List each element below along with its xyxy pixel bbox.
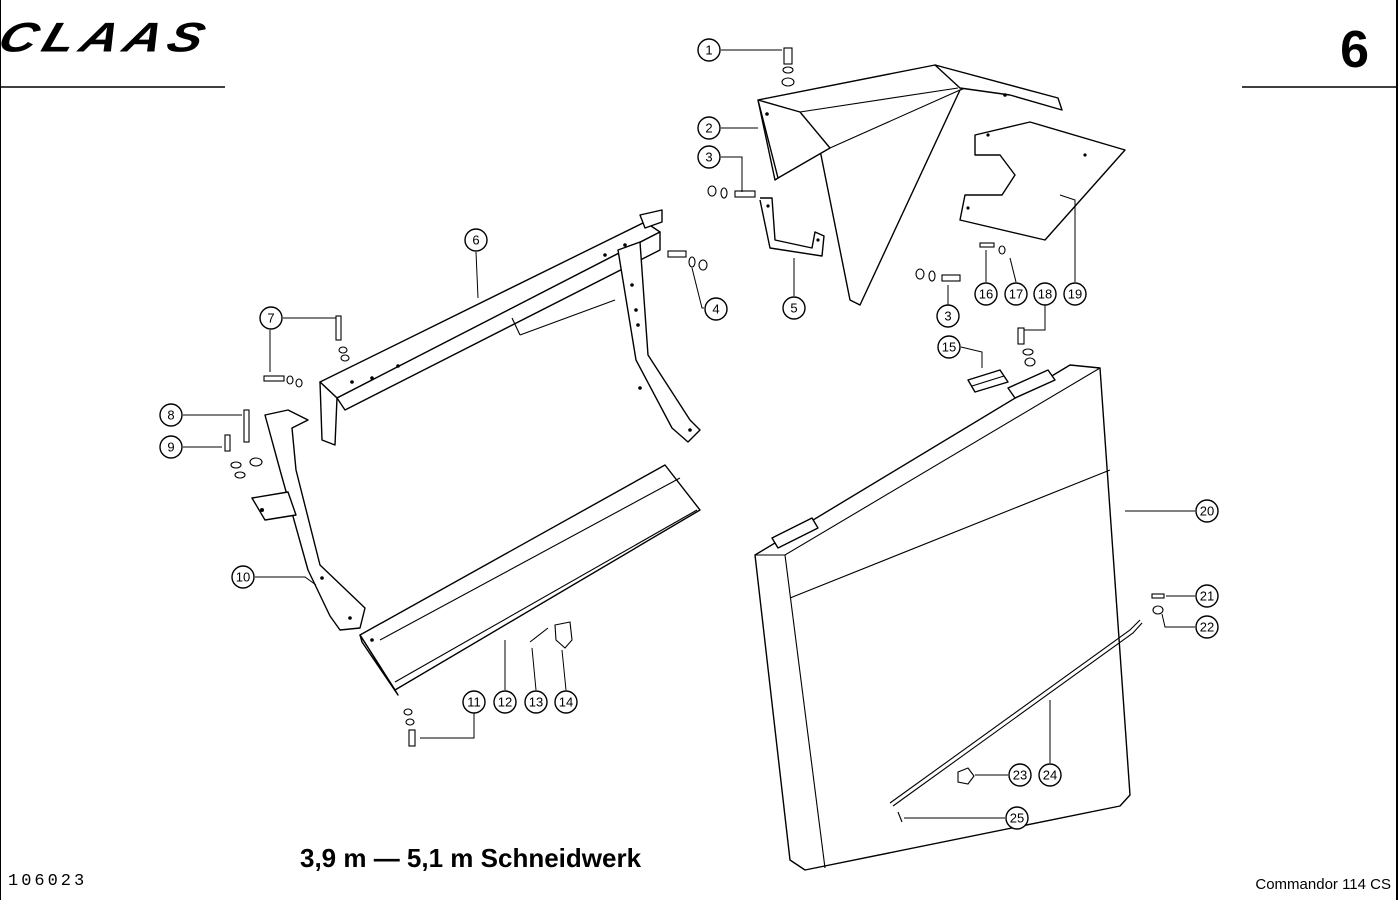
svg-text:1: 1	[705, 43, 712, 58]
callout-5: 5	[782, 296, 806, 320]
svg-text:12: 12	[498, 695, 512, 710]
part-19-side-plate	[959, 121, 1126, 241]
svg-text:20: 20	[1200, 504, 1214, 519]
svg-text:18: 18	[1038, 287, 1052, 302]
svg-text:8: 8	[167, 408, 174, 423]
callout-9: 9	[159, 435, 183, 459]
callout-1: 1	[697, 38, 721, 62]
svg-text:21: 21	[1200, 589, 1214, 604]
svg-text:3: 3	[705, 150, 712, 165]
svg-text:7: 7	[267, 311, 274, 326]
svg-text:25: 25	[1010, 811, 1024, 826]
callout-4: 4	[704, 297, 728, 321]
svg-text:9: 9	[167, 440, 174, 455]
svg-text:22: 22	[1200, 620, 1214, 635]
svg-text:24: 24	[1043, 768, 1057, 783]
svg-text:3: 3	[944, 309, 951, 324]
callout-3a: 3	[697, 145, 721, 169]
callout-19: 19	[1063, 282, 1087, 306]
svg-text:13: 13	[529, 695, 543, 710]
callout-7: 7	[259, 306, 283, 330]
svg-text:15: 15	[942, 340, 956, 355]
callout-18: 18	[1033, 282, 1057, 306]
callout-25: 25	[1005, 806, 1029, 830]
callout-22: 22	[1195, 615, 1219, 639]
callout-14: 14	[554, 690, 578, 714]
svg-text:11: 11	[467, 695, 481, 710]
page-number: 6	[1340, 21, 1369, 79]
leader-lines	[183, 49, 1195, 819]
svg-text:6: 6	[472, 233, 479, 248]
callout-3b: 3	[936, 304, 960, 328]
part-12-lower-rail	[359, 464, 701, 696]
svg-text:17: 17	[1009, 287, 1023, 302]
diagram-title: 3,9 m — 5,1 m Schneidwerk	[300, 843, 642, 873]
part-5-bracket	[759, 197, 825, 257]
callout-11: 11	[462, 690, 486, 714]
part-24-rod	[889, 619, 1143, 807]
part-10-left-bracket	[251, 409, 366, 631]
svg-text:19: 19	[1068, 287, 1082, 302]
svg-text:4: 4	[712, 302, 719, 317]
document-number: 106023	[8, 872, 88, 891]
part-6-upper-beam	[319, 209, 663, 446]
model-name: Commandor 114 CS	[1255, 876, 1391, 893]
callout-12: 12	[493, 690, 517, 714]
svg-text:14: 14	[559, 695, 573, 710]
svg-text:5: 5	[790, 301, 797, 316]
callout-15: 15	[937, 335, 961, 359]
part-15-hinge	[967, 369, 1009, 393]
part-2-upper-shield	[757, 64, 1063, 306]
svg-text:2: 2	[705, 121, 712, 136]
callout-16: 16	[974, 282, 998, 306]
callout-17: 17	[1004, 282, 1028, 306]
callout-20: 20	[1195, 499, 1219, 523]
svg-text:10: 10	[236, 570, 250, 585]
callout-2: 2	[697, 116, 721, 140]
brand-logo: CLAAS	[0, 14, 217, 62]
part-6-right-leg	[617, 241, 701, 443]
callout-21: 21	[1195, 584, 1219, 608]
hardware-items	[224, 47, 1165, 823]
callout-8: 8	[159, 403, 183, 427]
svg-text:16: 16	[979, 287, 993, 302]
svg-text:23: 23	[1013, 768, 1027, 783]
callout-23: 23	[1008, 763, 1032, 787]
callout-24: 24	[1038, 763, 1062, 787]
callout-6: 6	[464, 228, 488, 252]
callout-13: 13	[524, 690, 548, 714]
callout-10: 10	[231, 565, 255, 589]
part-20-cover-panel	[754, 364, 1131, 871]
